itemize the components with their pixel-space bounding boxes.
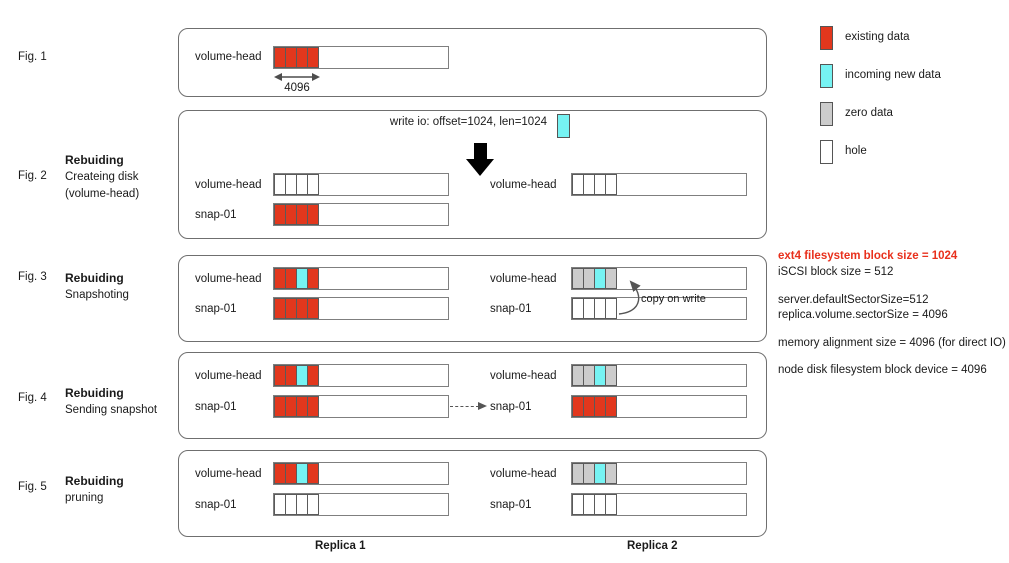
range-size-label: 4096 xyxy=(284,82,310,94)
copy-on-write-arrow-icon xyxy=(618,280,641,315)
legend-label-incoming-new-data: incoming new data xyxy=(845,69,941,81)
note-memory-alignment-size: memory alignment size = 4096 (for direct… xyxy=(778,337,1006,349)
disk-label: snap-01 xyxy=(195,209,237,221)
range-arrow-icon xyxy=(274,73,320,81)
disk-label: snap-01 xyxy=(490,499,532,511)
copy-on-write-label: copy on write xyxy=(641,293,706,305)
send-snapshot-arrow-line-icon xyxy=(450,406,479,407)
disk-bar-volume-head xyxy=(571,364,747,387)
fig4-subtitle-bold: Rebuiding xyxy=(65,386,124,400)
legend-label-existing-data: existing data xyxy=(845,31,910,43)
fig3-subtitle-bold: Rebuiding xyxy=(65,271,124,285)
disk-label: snap-01 xyxy=(195,401,237,413)
disk-label: snap-01 xyxy=(195,303,237,315)
fig4-subtitle: Rebuiding Sending snapshot xyxy=(65,385,157,419)
legend-label-zero-data: zero data xyxy=(845,107,893,119)
disk-label: snap-01 xyxy=(195,499,237,511)
fig1-label: Fig. 1 xyxy=(18,51,47,63)
disk-bar-snap-01 xyxy=(273,297,449,320)
legend-swatch-zero-data xyxy=(820,102,833,126)
fig2-subtitle-bold: Rebuiding xyxy=(65,153,124,167)
disk-bar-snap-01 xyxy=(571,493,747,516)
disk-bar-snap-01 xyxy=(273,203,449,226)
fig5-subtitle: Rebuiding pruning xyxy=(65,473,124,507)
disk-label: volume-head xyxy=(195,370,262,382)
disk-bar-volume-head xyxy=(273,46,449,69)
disk-bar-volume-head xyxy=(571,462,747,485)
down-arrow-head-icon xyxy=(466,159,494,176)
fig3-panel: volume-head snap-01 volume-head snap-01 … xyxy=(178,255,767,342)
note-node-disk-filesystem-block: node disk filesystem block device = 4096 xyxy=(778,364,987,376)
replica1-label: Replica 1 xyxy=(315,540,366,552)
disk-bar-volume-head xyxy=(571,173,747,196)
legend-swatch-incoming-new-data xyxy=(820,64,833,88)
disk-label: volume-head xyxy=(490,179,557,191)
send-snapshot-arrow-head-icon xyxy=(478,402,487,410)
fig3-subtitle-line: Snapshoting xyxy=(65,289,129,301)
disk-bar-snap-01 xyxy=(571,297,747,320)
fig4-panel: volume-head snap-01 volume-head snap-01 xyxy=(178,352,767,439)
write-io-label: write io: offset=1024, len=1024 xyxy=(389,116,547,128)
disk-label: volume-head xyxy=(195,468,262,480)
legend-swatch-hole xyxy=(820,140,833,164)
disk-bar-volume-head xyxy=(273,364,449,387)
legend-label-hole: hole xyxy=(845,145,867,157)
disk-bar-snap-01 xyxy=(571,395,747,418)
fig5-subtitle-bold: Rebuiding xyxy=(65,474,124,488)
fig5-label: Fig. 5 xyxy=(18,481,47,493)
disk-label: volume-head xyxy=(195,51,262,63)
disk-bar-volume-head xyxy=(273,462,449,485)
fig2-subtitle-line: Createing disk xyxy=(65,171,139,183)
fig4-label: Fig. 4 xyxy=(18,392,47,404)
note-iscsi-block-size: iSCSI block size = 512 xyxy=(778,266,894,278)
disk-bar-snap-01 xyxy=(273,395,449,418)
disk-label: volume-head xyxy=(195,273,262,285)
fig2-panel: write io: offset=1024, len=1024 volume-h… xyxy=(178,110,767,239)
replica2-label: Replica 2 xyxy=(627,540,678,552)
fig4-subtitle-line: Sending snapshot xyxy=(65,404,158,416)
disk-bar-volume-head xyxy=(571,267,747,290)
disk-label: snap-01 xyxy=(490,303,532,315)
fig5-subtitle-line: pruning xyxy=(65,492,104,504)
note-replica-volume-sector-size: replica.volume.sectorSize = 4096 xyxy=(778,309,948,321)
fig3-subtitle: Rebuiding Snapshoting xyxy=(65,270,129,304)
fig5-panel: volume-head snap-01 volume-head snap-01 xyxy=(178,450,767,537)
fig1-panel: volume-head 4096 xyxy=(178,28,767,97)
note-server-default-sector-size: server.defaultSectorSize=512 xyxy=(778,294,929,306)
disk-label: volume-head xyxy=(490,273,557,285)
fig3-label: Fig. 3 xyxy=(18,271,47,283)
legend-swatch-existing-data xyxy=(820,26,833,50)
disk-label: snap-01 xyxy=(490,401,532,413)
fig2-subtitle-line: (volume-head) xyxy=(65,188,140,200)
fig2-subtitle: Rebuiding Createing disk (volume-head) xyxy=(65,152,139,203)
disk-bar-volume-head xyxy=(273,173,449,196)
disk-label: volume-head xyxy=(490,468,557,480)
down-arrow-icon xyxy=(474,143,487,159)
write-io-block xyxy=(557,114,570,138)
disk-label: volume-head xyxy=(195,179,262,191)
disk-label: volume-head xyxy=(490,370,557,382)
fig2-label: Fig. 2 xyxy=(18,170,47,182)
disk-bar-snap-01 xyxy=(273,493,449,516)
note-ext4-block-size: ext4 filesystem block size = 1024 xyxy=(778,250,958,262)
disk-bar-volume-head xyxy=(273,267,449,290)
